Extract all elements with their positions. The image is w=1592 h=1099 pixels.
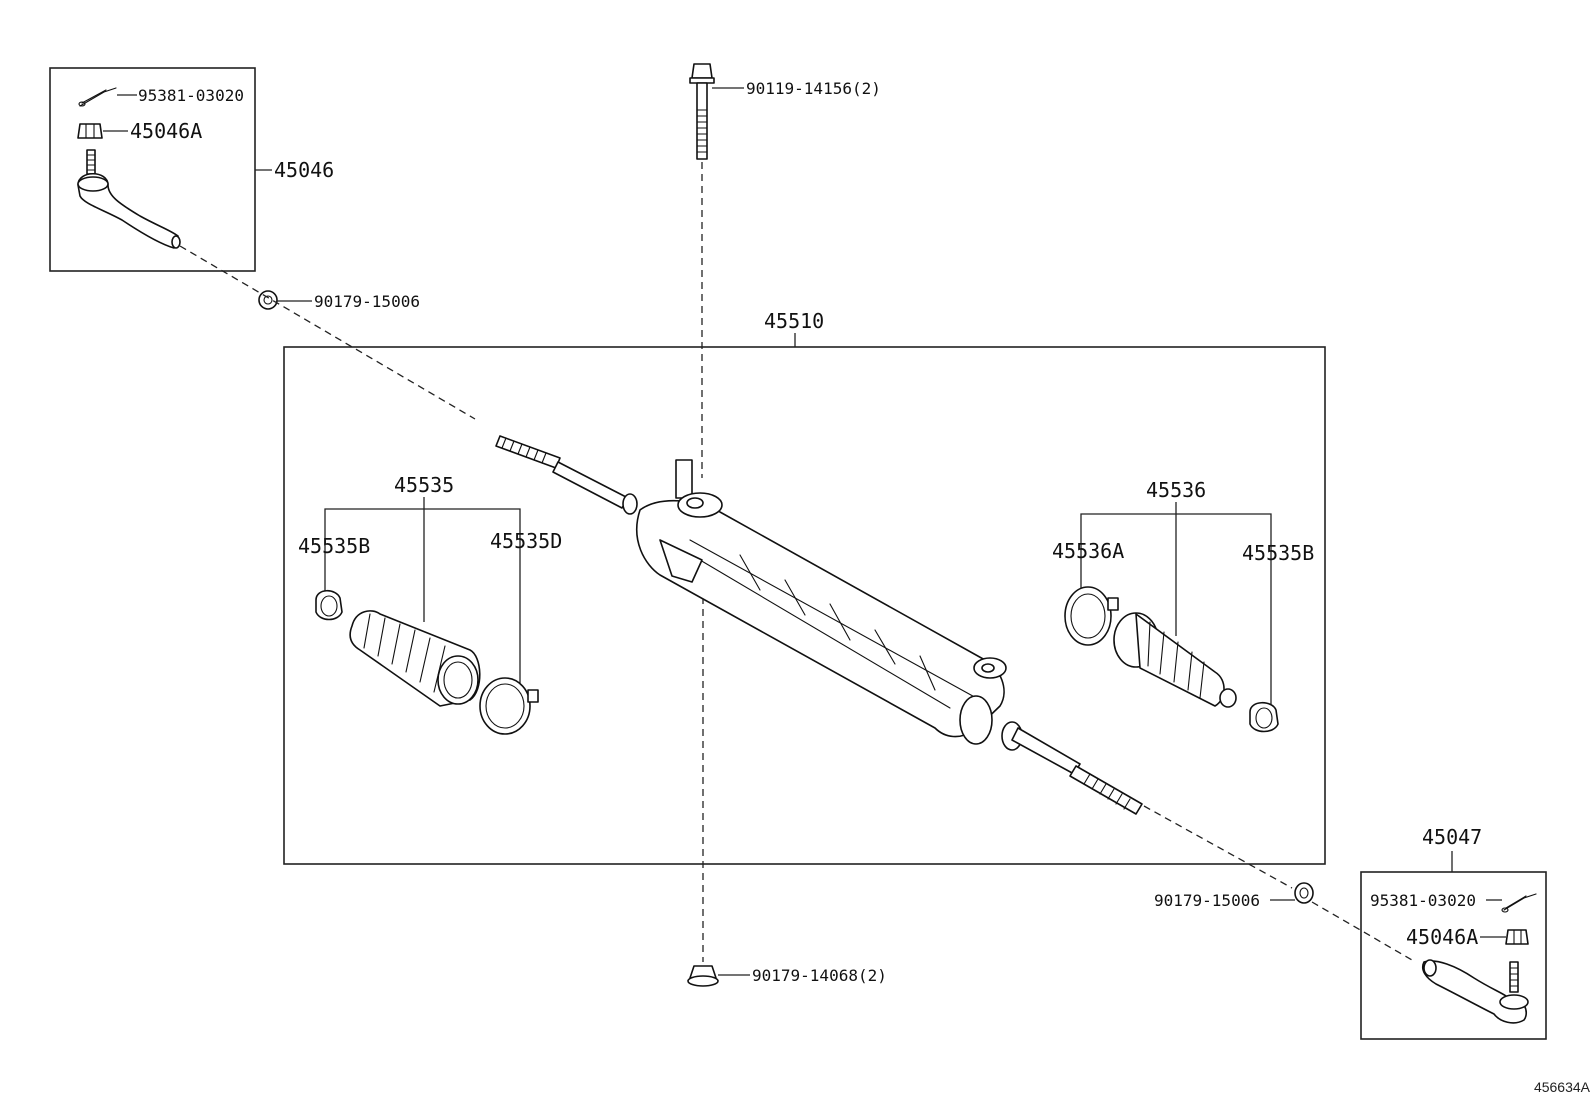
label-tie-rod-end-right: 45047 [1422,825,1482,849]
boot-left-icon [349,610,481,707]
tie-rod-end-left-icon [77,149,181,249]
cotter-pin-left-icon [78,87,117,107]
label-boot-kit-left: 45535 [394,473,454,497]
label-tie-rod-end-left: 45046 [274,158,334,182]
figure-code: 456634A [1533,1079,1590,1095]
tie-rod-end-right-icon [1421,959,1529,1024]
label-bolt-top: 90119-14156(2) [746,79,881,98]
label-rack-assembly: 45510 [764,309,824,333]
castle-nut-left-icon [77,123,103,139]
nut-90179-right-icon [1294,882,1314,904]
label-boot-kit-right: 45536 [1146,478,1206,502]
label-clamp-right: 45536A [1052,539,1124,563]
clamp-left-icon [479,677,539,735]
label-nut-90179-right: 90179-15006 [1154,891,1260,910]
clip-left-icon [315,589,343,621]
boot-right-icon [1113,612,1237,708]
bolt-top-icon [689,63,715,160]
label-nut-right: 45046A [1406,925,1478,949]
label-clamp-left: 45535D [490,529,562,553]
label-clip-left: 45535B [298,534,370,558]
clamp-right-icon [1064,586,1119,646]
steering-rack-icon [495,435,1143,815]
cotter-pin-right-icon [1501,893,1537,913]
rack-assembly-box [283,346,1326,865]
nut-90179-left-icon [258,290,278,310]
label-cotter-pin-left: 95381-03020 [138,86,244,105]
label-nut-90179-left: 90179-15006 [314,292,420,311]
label-nut-bottom: 90179-14068(2) [752,966,887,985]
nut-bottom-icon [687,965,719,987]
label-nut-left: 45046A [130,119,202,143]
castle-nut-right-icon [1505,929,1529,945]
label-clip-right: 45535B [1242,541,1314,565]
label-cotter-pin-right: 95381-03020 [1370,891,1476,910]
clip-right-icon [1249,701,1279,733]
tie-rod-end-right-box [1360,871,1547,1040]
